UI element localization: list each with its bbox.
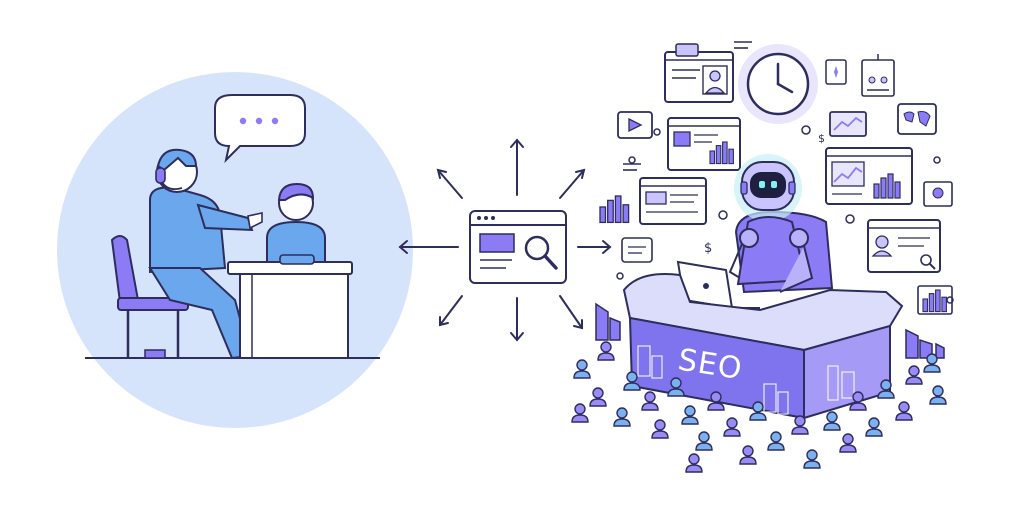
person-icon (651, 419, 669, 439)
browser-hub (398, 138, 612, 342)
svg-text:$: $ (704, 241, 712, 256)
world-map-icon (897, 103, 937, 135)
profile-card-icon (664, 51, 734, 103)
clock-icon (738, 44, 818, 124)
team-board-icon (861, 54, 895, 97)
magnifier-icon (524, 235, 558, 270)
client-figure (266, 182, 326, 265)
person-icon (573, 359, 591, 379)
person-icon (685, 453, 703, 473)
line-chart-card-icon (825, 147, 913, 205)
direction-arrows (398, 138, 612, 342)
person-icon (589, 387, 607, 407)
person-icon (613, 407, 631, 427)
consultant-figure (148, 148, 263, 360)
listing-card-icon (639, 177, 707, 225)
dollar-icon: $ $ (704, 132, 825, 256)
video-chat-icon (617, 111, 653, 139)
folder-icon (675, 43, 699, 57)
chat-card-icon (621, 237, 653, 263)
headset-icon (155, 167, 183, 191)
person-icon (823, 411, 841, 431)
decorative-dots (616, 125, 954, 304)
svg-text:$: $ (818, 132, 825, 145)
person-icon (865, 417, 883, 437)
text-lines-icon (623, 41, 752, 171)
person-icon (597, 341, 615, 361)
person-icon (641, 391, 659, 411)
person-icon (803, 449, 821, 469)
person-icon (767, 431, 785, 451)
person-icon (905, 365, 923, 385)
bar-chart-card-icon (667, 117, 741, 171)
person-icon (839, 433, 857, 453)
seo-robot-scene: $ $ (571, 41, 954, 473)
profile-search-card-icon (867, 219, 941, 273)
robot-icon (728, 154, 814, 293)
person-icon (571, 403, 589, 423)
speech-bubble-icon (214, 94, 306, 164)
person-icon (895, 401, 913, 421)
map-pin-card-icon (923, 181, 953, 207)
person-icon (791, 415, 809, 435)
person-icon (695, 431, 713, 451)
bar-chart-icon (599, 195, 630, 224)
person-icon (929, 385, 947, 405)
line-chart-icon (829, 111, 867, 137)
browser-search-icon (469, 210, 567, 284)
person-icon (723, 417, 741, 437)
person-icon (739, 445, 757, 465)
meeting-table (227, 261, 353, 359)
bar-chart-icon (917, 285, 953, 315)
meeting-scene (57, 72, 413, 428)
location-pin-icon (825, 59, 847, 85)
person-icon (681, 405, 699, 425)
city-skyline (637, 345, 855, 415)
